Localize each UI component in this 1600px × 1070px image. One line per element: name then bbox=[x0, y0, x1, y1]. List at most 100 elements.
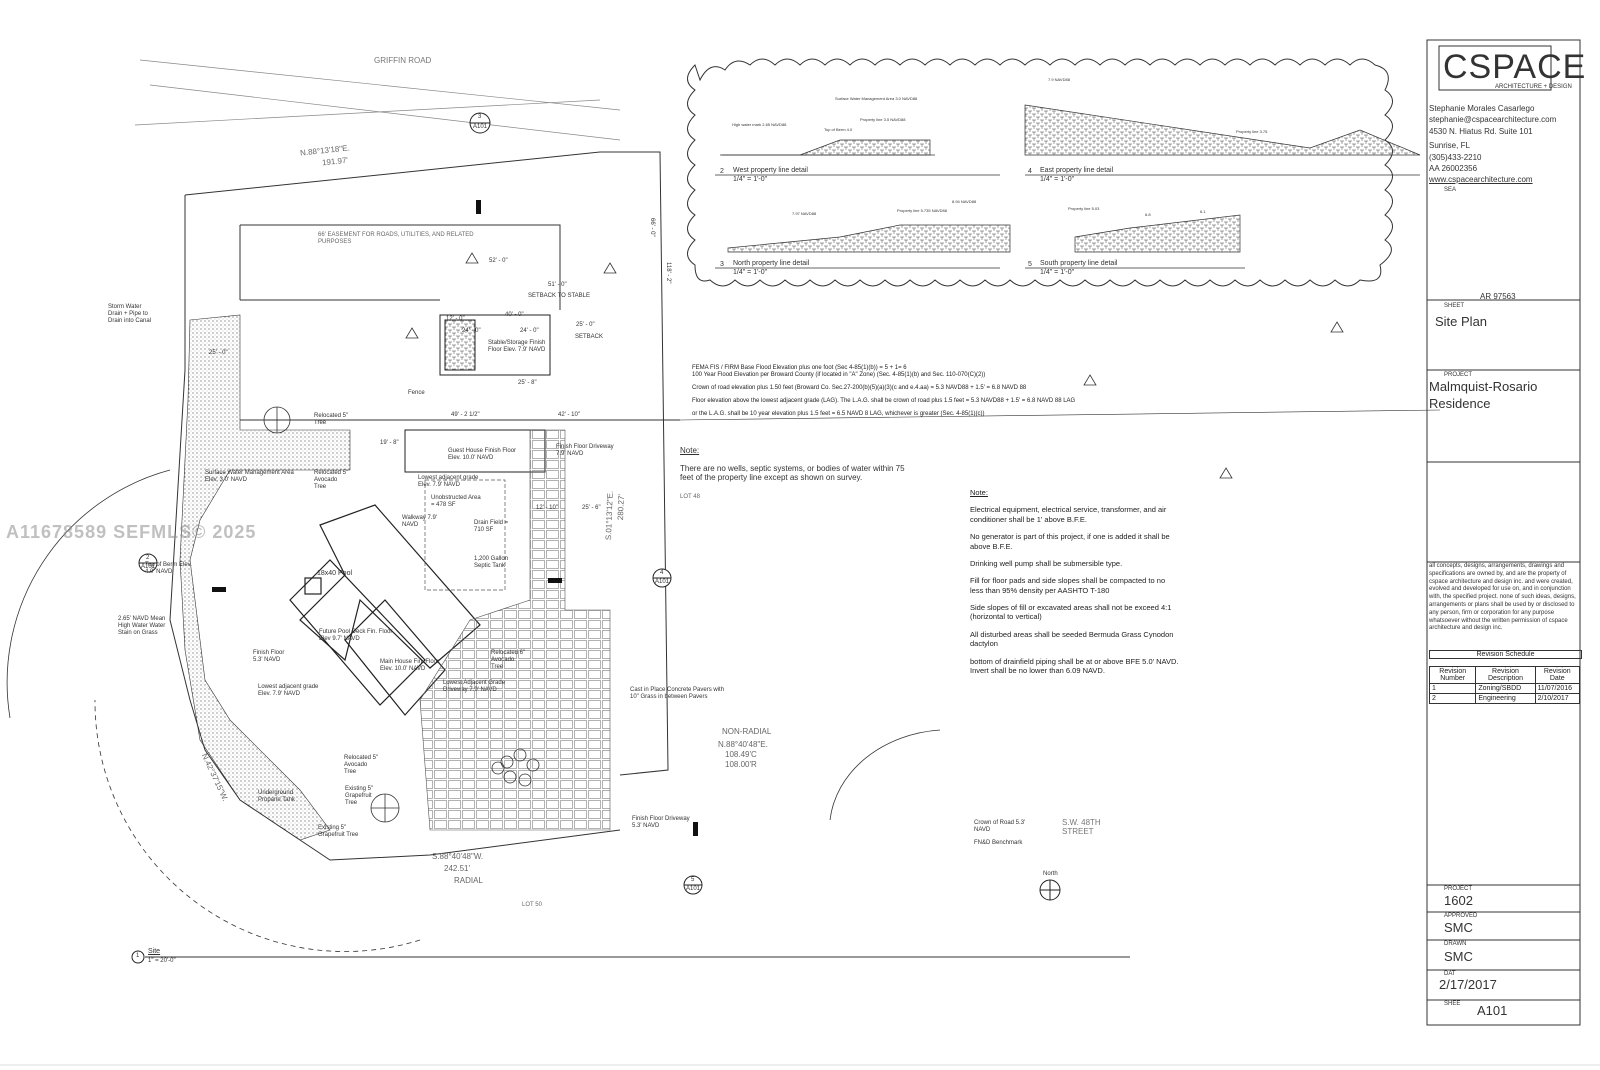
lot-50-label: LOT 50 bbox=[522, 902, 542, 908]
street-name: S.W. 48TH STREET bbox=[1062, 818, 1101, 837]
callout-sheet: A101 bbox=[686, 886, 701, 892]
firm-logo: CSPACE bbox=[1443, 48, 1587, 86]
road-lines bbox=[134, 59, 621, 141]
sheet-number-label: SHEE bbox=[1444, 1001, 1461, 1007]
approved-label: APPROVED bbox=[1444, 913, 1478, 919]
title-block-frame bbox=[1426, 39, 1581, 1026]
detail-num: 4 bbox=[1028, 168, 1032, 175]
revision-triangles bbox=[405, 252, 1344, 479]
relocated-avocado-label-3: Relocated 5" Avocado Tree bbox=[344, 755, 379, 775]
details-cloud bbox=[687, 58, 1393, 287]
fema-elevation-notes: FEMA FIS / FIRM Base Flood Elevation plu… bbox=[692, 365, 1112, 424]
south-distance-2: 108.00'R bbox=[725, 760, 757, 769]
unobstructed-label: Unobstructed Area = 478 SF bbox=[431, 495, 481, 508]
callout-sheet: A101 bbox=[655, 579, 670, 585]
dimension-label: 25' - 8" bbox=[518, 380, 537, 386]
sheet-title: Site Plan bbox=[1435, 314, 1488, 329]
revision-header-description: Revision Description bbox=[1475, 666, 1536, 684]
detail-num: 5 bbox=[1028, 261, 1032, 268]
stable-label: Stable/Storage Finish Floor Elev. 7.9' N… bbox=[488, 340, 546, 353]
seal-label: SEA bbox=[1444, 187, 1457, 193]
revision-row: 1 Zoning/SBDD 11/07/2016 bbox=[1428, 683, 1581, 694]
general-note: No generator is part of this project, if… bbox=[970, 532, 1170, 551]
east-bearing: S.01°13'12"E. bbox=[604, 490, 615, 541]
dimension-label: 25' - 0" bbox=[209, 350, 228, 356]
pool-label: 18x40 Pool bbox=[317, 570, 353, 577]
existing-grapefruit-label: Existing 5" Grapefruit Tree bbox=[345, 786, 374, 806]
future-pool-deck-label: Future Pool Deck Fin. Floor Elev 9.7' NA… bbox=[319, 629, 393, 642]
dimension-label: 12' - 0" bbox=[446, 316, 465, 322]
detail-scale: 1/4" = 1'-0" bbox=[1040, 269, 1075, 276]
lowest-grade-driveway-label: Lowest Adjacent Grade Driveway 7.9' NAVD bbox=[443, 680, 506, 693]
revision-header-number: Revision Number bbox=[1428, 666, 1477, 684]
detail-label: High water mark 2.65 NAVD88 bbox=[732, 122, 787, 127]
finish-floor-driveway-label: Finish Floor Driveway 5.3' NAVD bbox=[632, 816, 690, 829]
propane-tank-label: Underground Propane Tank bbox=[258, 790, 295, 803]
stable bbox=[439, 314, 551, 376]
detail-label: 7.9 NAVD88 bbox=[1048, 77, 1070, 82]
general-note: Side slopes of fill or excavated areas s… bbox=[970, 603, 1172, 622]
architect-phone: (305)433-2210 bbox=[1429, 153, 1482, 162]
detail-label: 7.97 NAVD88 bbox=[792, 211, 817, 216]
wells-note-title: Note: bbox=[680, 446, 700, 455]
revision-table: Revision Number Revision Description Rev… bbox=[1428, 666, 1581, 704]
project-name-line1: Malmquist-Rosario bbox=[1429, 379, 1538, 394]
callout-number: 3 bbox=[478, 114, 482, 120]
general-note: Fill for floor pads and side slopes shal… bbox=[970, 576, 1166, 595]
dimension-label: 51' - 0" bbox=[548, 282, 567, 288]
north-arrow-icon bbox=[1039, 879, 1061, 901]
drain-field bbox=[424, 479, 506, 591]
detail-num: 3 bbox=[720, 261, 724, 268]
lowest-grade-label: Lowest adjacent grade Elev. 7.9' NAVD bbox=[418, 475, 479, 488]
radius-arcs bbox=[6, 469, 941, 952]
fema-note: Crown of road elevation plus 1.50 feet (… bbox=[692, 385, 1027, 391]
septic-tank-label: 1,200 Gallon Septic Tank bbox=[474, 556, 509, 569]
lot-48-label: LOT 48 bbox=[680, 494, 700, 500]
relocated-avocado-label: Relocated 5" Avocado Tree bbox=[314, 470, 349, 490]
revision-header-date: Revision Date bbox=[1534, 666, 1581, 684]
callout-number: 5 bbox=[691, 877, 695, 883]
sheet-label: SHEET bbox=[1444, 303, 1465, 309]
detail-scale: 1/4" = 1'-0" bbox=[733, 269, 768, 276]
dimension-label: 42' - 10" bbox=[558, 412, 580, 418]
storm-water-label: Storm Water Drain + Pipe to Drain into C… bbox=[108, 304, 152, 324]
revision-description: Engineering bbox=[1475, 693, 1536, 704]
radial-label: RADIAL bbox=[454, 876, 483, 885]
non-radial-label: NON-RADIAL bbox=[722, 727, 772, 736]
callout-number: 1 bbox=[136, 953, 140, 959]
relocated-avocado-label-2: Relocated 6" Avocado Tree bbox=[491, 650, 526, 670]
main-house-label: Main House Fin. Floor Elev. 10.0' NAVD bbox=[380, 659, 440, 672]
dimension-label: 52' - 0" bbox=[489, 258, 508, 264]
south-west-bearing: S.88°40'48"W. bbox=[432, 852, 484, 861]
sheet-number: A101 bbox=[1477, 1003, 1508, 1018]
callout-number: 2 bbox=[146, 555, 150, 561]
lowest-grade-label-2: Lowest adjacent grade Elev. 7.9' NAVD bbox=[258, 684, 319, 697]
detail-scale: 1/4" = 1'-0" bbox=[1040, 176, 1075, 183]
detail-label: Property line 3.5 NAVD88 bbox=[860, 117, 906, 122]
architect-website: www.cspacearchitecture.com bbox=[1429, 175, 1533, 184]
revision-row: 2 Engineering 2/10/2017 bbox=[1428, 693, 1581, 704]
callout-number: 4 bbox=[660, 570, 664, 576]
drain-field-label: Drain Field = 710 SF bbox=[474, 520, 509, 533]
finish-driveway-label: Finish Floor Driveway 7.9' NAVD bbox=[556, 444, 614, 457]
existing-grapefruit-label-2: Existing 5" Grapefruit Tree bbox=[318, 825, 359, 838]
road-name: GRIFFIN ROAD bbox=[374, 56, 432, 65]
site-scale: 1" = 20'-0" bbox=[148, 958, 176, 964]
project-label: PROJECT bbox=[1444, 372, 1473, 378]
top-of-berm-label: Top of Berm Elev. 4.0' NAVD bbox=[145, 562, 192, 575]
swma-label: Surface Water Management Area Elev. 3.0'… bbox=[205, 470, 294, 483]
north-arrow-label: North bbox=[1043, 871, 1058, 877]
guest-house-label: Guest House Finish Floor Elev. 10.0' NAV… bbox=[448, 448, 517, 461]
dimension-label: 24' - 0" bbox=[462, 328, 481, 334]
dimension-label: 19' - 8" bbox=[380, 440, 399, 446]
section-markers bbox=[212, 200, 698, 836]
fence-label: Fence bbox=[408, 390, 425, 396]
architect-name: Stephanie Morales Casarlego bbox=[1429, 104, 1535, 113]
wells-note-text: There are no wells, septic systems, or b… bbox=[680, 464, 905, 483]
detail-title: West property line detail bbox=[733, 167, 808, 174]
architect-address: 4530 N. Hiatus Rd. Suite 101 bbox=[1429, 127, 1533, 136]
east-distance: 280.27' bbox=[616, 494, 626, 521]
dimension-label: 118' - 2" bbox=[665, 262, 671, 284]
revision-date: 2/10/2017 bbox=[1534, 693, 1581, 704]
